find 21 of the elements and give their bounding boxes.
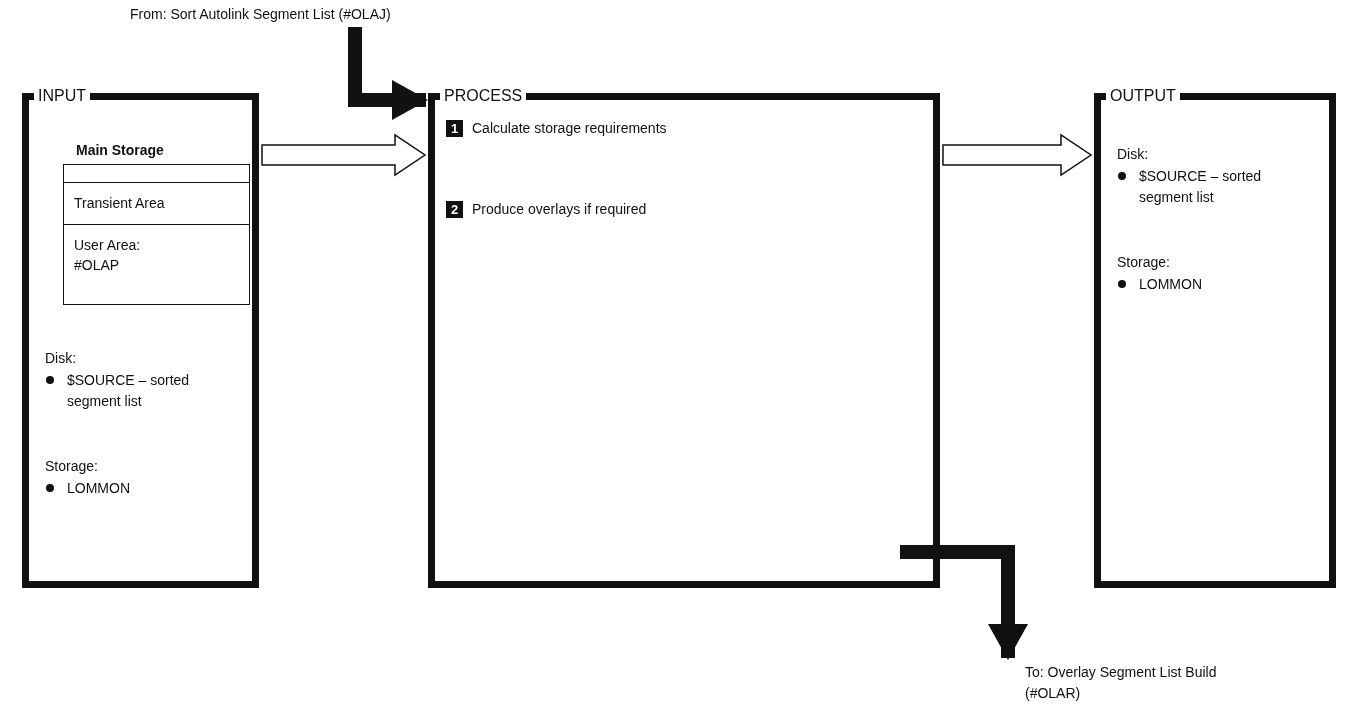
memory-area-row: User Area: #OLAP <box>64 224 249 304</box>
item-heading: Storage: <box>1117 253 1170 272</box>
bullet-item: LOMMON <box>45 478 217 499</box>
thick-arrow <box>900 545 1028 660</box>
item-heading: Disk: <box>45 349 77 368</box>
step-number: 1 <box>446 120 463 137</box>
bullet-item: $SOURCE – sorted segment list <box>45 370 195 412</box>
reference-text: From: Sort Autolink Segment List (#OLAJ) <box>130 4 530 25</box>
step-number: 2 <box>446 201 463 218</box>
bullet-item: LOMMON <box>1117 274 1279 295</box>
hollow-arrow <box>261 133 427 177</box>
step-text: Calculate storage requirements <box>472 119 667 138</box>
memory-area-row: Transient Area <box>64 182 249 224</box>
item-heading: Storage: <box>45 457 98 476</box>
item-heading: Disk: <box>1117 145 1149 164</box>
reference-text: To: Overlay Segment List Build (#OLAR) <box>1025 662 1265 704</box>
hollow-arrow <box>942 133 1093 177</box>
box-heading: Main Storage <box>76 141 164 160</box>
thick-arrow <box>348 27 428 120</box>
step-text: Produce overlays if required <box>472 200 647 219</box>
bullet-item: $SOURCE – sorted segment list <box>1117 166 1264 208</box>
